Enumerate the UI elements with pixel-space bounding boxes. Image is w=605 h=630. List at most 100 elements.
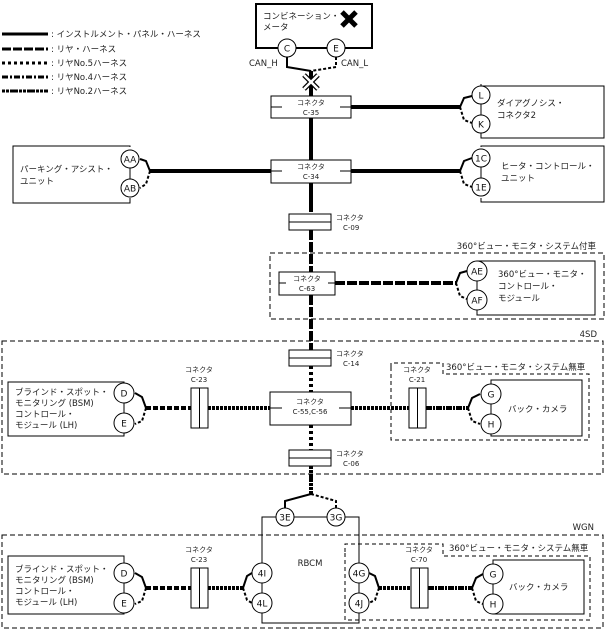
connector-c21: コネクタ C-21 [403,365,431,429]
pin-g-wgn [482,563,504,585]
wire-camera-4sd-h [467,407,481,425]
zone-360-none-wgn [344,543,591,621]
connector-c06-label-1: コネクタ [336,449,364,458]
heater-label-1: ヒータ・コントロール・ [501,162,595,172]
legend-label-instrument-harness: : インストルメント・パネル・ハーネス [51,30,201,40]
wire-rbcm-4j [368,587,380,604]
connector-c35-label-2: C-35 [303,109,319,117]
zone-wgn-label: WGN [573,523,594,533]
connector-c34: コネクタ C-34 [270,159,352,184]
connector-c34-label-1: コネクタ [297,162,325,171]
pin-aa [120,149,140,169]
wire-parking-aa [139,158,151,172]
pin-4j [348,592,370,614]
parking-assist-unit: AA AB パーキング・アシスト・ ユニット [12,145,140,204]
connector-c35-label-1: コネクタ [297,98,325,107]
pin-ab [120,178,140,198]
pin-aa-label: AA [124,156,137,166]
wire-heater-1e [459,170,473,188]
pin-ab-label: AB [124,185,136,195]
pin-d-4sd [113,382,135,404]
connector-c63: コネクタ C-63 [278,271,336,296]
zone-360-none-4sd-label: 360°ビュー・モニタ・システム無車 [446,362,586,373]
bsm-module-wgn: D E ブラインド・スポット・ モニタリング (BSM) コントロール・ モジュ… [7,555,135,615]
pin-3g-label: 3G [330,514,343,524]
wire-rbcm-4i [242,572,253,589]
bsm-wgn-label-1: ブラインド・スポット・ [15,564,109,575]
pin-e-label: E [333,45,339,55]
connector-c06-label-2: C-06 [343,460,360,468]
bsm-module-4sd: D E ブラインド・スポット・ モニタリング (BSM) コントロール・ モジュ… [7,381,135,437]
connector-c63-label-2: C-63 [299,285,315,293]
wire-bsm-wgn-d [134,572,147,589]
pin-h-4sd-label: H [488,421,495,431]
connector-c23-wgn-label-1: コネクタ [185,545,213,554]
wire-diag-k [459,106,473,124]
rbcm-label: RBCM [298,559,323,569]
connector-c14: コネクタ C-14 [288,349,364,368]
legend: : インストルメント・パネル・ハーネス : リヤ・ハーネス : リヤNo.5ハー… [2,30,201,97]
module-label-1: 360°ビュー・モニタ・ [498,270,586,280]
connector-c70-label-1: コネクタ [405,545,433,554]
back-camera-wgn-label: バック・カメラ [509,583,568,593]
wire-bsm-wgn-e [134,587,147,605]
pin-af [466,289,488,311]
legend-label-rear-no5: : リヤNo.5ハーネス [51,59,127,69]
connector-c09-label-2: C-09 [343,224,359,232]
fault-x-icon [340,10,358,28]
back-camera-4sd: G H バック・カメラ [480,379,583,437]
connector-c23-wgn: コネクタ C-23 [185,545,213,609]
bsm-wgn-label-2: モニタリング (BSM) [15,575,94,586]
connector-c06: コネクタ C-06 [288,449,364,468]
connector-c14-label-1: コネクタ [336,349,364,358]
wire-rbcm-3g [310,493,337,508]
connector-c23-4sd: コネクタ C-23 [185,365,213,429]
pin-e-4sd [113,412,135,434]
bsm-4sd-label-1: ブラインド・スポット・ [15,387,109,398]
connector-c23-4sd-label-2: C-23 [191,376,207,384]
pin-1c-label: 1C [475,155,487,165]
wire-bsm-4sd-e [134,407,147,425]
pin-l-label: L [478,92,483,102]
diag-label-1: ダイアグノシス・ [497,98,564,109]
wire-heater-1c [459,157,473,172]
back-camera-wgn: G H バック・カメラ [482,559,585,615]
wire-rbcm-3e [284,493,312,508]
pin-3g [326,507,346,527]
bsm-4sd-label-3: コントロール・ [15,410,75,420]
pin-d-wgn-label: D [121,570,128,580]
rbcm-module: RBCM 3E 3G 4I 4L 4G 4J [251,507,370,624]
pin-4j-label: 4J [355,600,363,610]
pin-g-4sd-label: G [488,391,495,401]
pin-4l-label: 4L [257,600,268,610]
pin-k-label: K [478,121,485,131]
pin-ae [466,260,488,282]
bsm-4sd-label-4: モジュール (LH) [15,421,77,431]
connector-c09-label-1: コネクタ [336,213,364,222]
wire-bsm-4sd-d [134,392,147,409]
diag-label-2: コネクタ2 [497,111,536,121]
connector-c70: コネクタ C-70 [405,545,433,609]
pin-e-wgn-label: E [121,600,127,610]
parking-label-1: パーキング・アシスト・ [20,164,113,175]
module-label-2: コントロール・ [498,282,558,292]
combination-meter-label-2: メータ [263,23,289,33]
zone-4sd-label: 4SD [580,330,598,340]
pin-e-wgn [113,592,135,614]
open-circuit-x-icon [302,73,320,91]
zone-360-equipped-label: 360°ビュー・モニタ・システム付車 [457,241,597,252]
back-camera-4sd-label: バック・カメラ [508,405,567,415]
pin-h-wgn-label: H [490,601,497,611]
pin-3e [275,507,295,527]
bsm-wgn-label-4: モジュール (LH) [15,598,77,608]
pin-ae-label: AE [471,268,483,278]
connector-c35: コネクタ C-35 [270,95,352,119]
pin-h-wgn [482,593,504,615]
legend-label-rear-harness: : リヤ・ハーネス [51,45,116,55]
connector-c23-wgn-label-2: C-23 [191,556,207,564]
wire-can-h [286,57,312,72]
pin-g-4sd [480,383,502,405]
pin-1e [471,177,491,197]
heater-control-unit: 1C 1E ヒータ・コントロール・ ユニット [471,145,605,203]
wire-rbcm-4g [368,572,380,589]
